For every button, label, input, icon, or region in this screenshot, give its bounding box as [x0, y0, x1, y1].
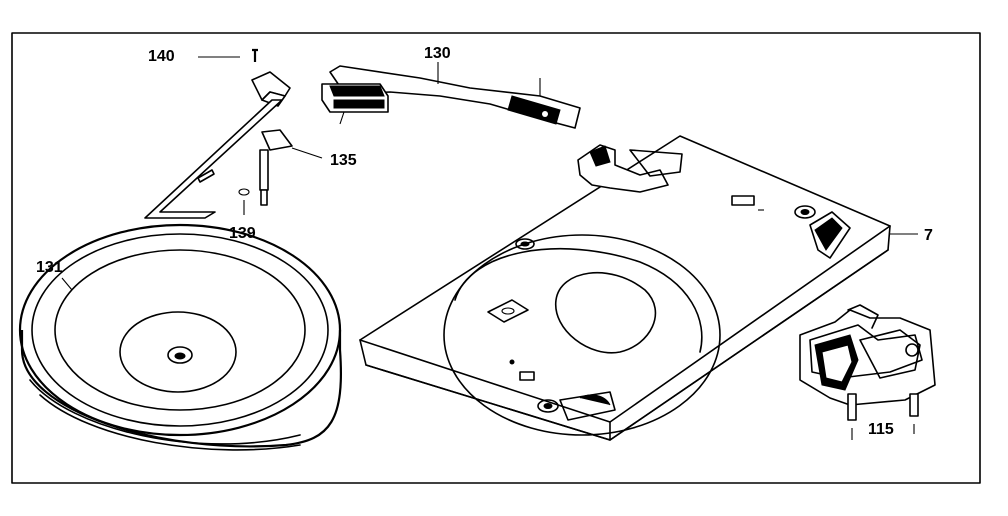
part-115-motor [799, 304, 936, 440]
part-140-screw [198, 48, 258, 62]
part-7-base-plate [359, 135, 918, 441]
callout-131: 131 [36, 259, 63, 276]
diagram-border [11, 32, 981, 484]
callout-140: 140 [148, 48, 175, 65]
part-135-tonearm-rest [144, 71, 323, 219]
callout-135: 135 [330, 152, 357, 169]
part-130-tonearm [321, 62, 581, 129]
callout-7: 7 [924, 227, 933, 244]
part-131-platter [18, 223, 342, 451]
callout-115: 115 [868, 421, 894, 438]
callout-139: 139 [229, 225, 256, 242]
callout-130: 130 [424, 45, 451, 62]
